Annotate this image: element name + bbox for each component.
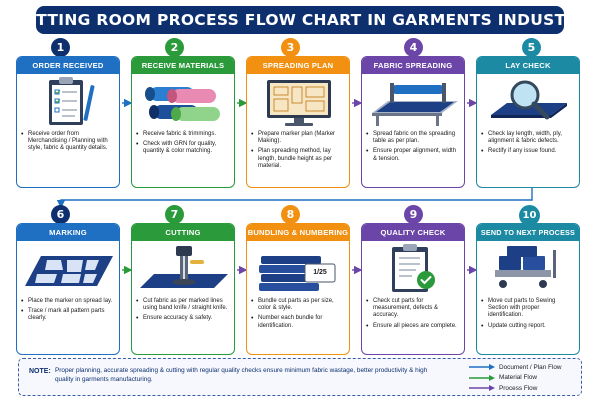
note-label: NOTE: [29, 368, 51, 375]
step-number-4: 4 [404, 38, 423, 57]
bullet: Ensure proper alignment, width & tension… [366, 148, 461, 162]
bullet: Move cut parts to Sewing Section with pr… [481, 298, 576, 320]
step-number-3: 3 [281, 38, 300, 57]
step-bullets: Spread fabric on the spreading table as … [366, 131, 461, 166]
legend-arrow-icon [469, 364, 495, 371]
computer-monitor-icon [247, 75, 349, 129]
page-title: CUTTING ROOM PROCESS FLOW CHART IN GARME… [11, 11, 589, 29]
bullet: Prepare marker plan (Marker Making). [251, 131, 346, 145]
step-number-10: 10 [519, 205, 540, 226]
step-title: QUALITY CHECK [362, 224, 464, 241]
step-title: SEND TO NEXT PROCESS [477, 224, 579, 241]
step-bullets: Move cut parts to Sewing Section with pr… [481, 298, 576, 333]
step-card-cutting: CUTTING Cut fabric as per marked lines u… [131, 223, 235, 355]
step-card-marking: MARKING Place the marker on spread lay. … [16, 223, 120, 355]
bullet: Plan spreading method, lay length, bundl… [251, 148, 346, 170]
step-title: SPREADING PLAN [247, 57, 349, 74]
step-title: BUNDLING & NUMBERING [247, 224, 349, 241]
step-card-spreading-plan: SPREADING PLAN Prepare marker plan (Mark… [246, 56, 350, 188]
clipboard-icon [17, 75, 119, 129]
step-title: CUTTING [132, 224, 234, 241]
check-clipboard-icon [362, 242, 464, 296]
legend-label: Document / Plan Flow [499, 363, 562, 371]
bullet: Place the marker on spread lay. [21, 298, 116, 305]
step-card-bundling-numbering: BUNDLING & NUMBERING 1/25 Bundle cut par… [246, 223, 350, 355]
bullet: Spread fabric on the spreading table as … [366, 131, 461, 145]
bundle-tag-label: 1/25 [313, 269, 327, 276]
step-card-receive-materials: RECEIVE MATERIALS Receive fabric & trimm… [131, 56, 235, 188]
step-bullets: Check lay length, width, ply, alignment … [481, 131, 576, 159]
bullet: Update cutting report. [481, 323, 576, 330]
legend-arrow-icon [469, 374, 495, 381]
step-bullets: Check cut parts for measurement, defects… [366, 298, 461, 333]
step-number-8: 8 [281, 205, 300, 224]
bullet: Ensure accuracy & safety. [136, 315, 231, 322]
step-card-send-to-next-process: SEND TO NEXT PROCESS Move cut parts to S… [476, 223, 580, 355]
note-text: Proper planning, accurate spreading & cu… [55, 367, 428, 383]
trolley-icon [477, 242, 579, 296]
bullet: Check lay length, width, ply, alignment … [481, 131, 576, 145]
bullet: Bundle cut parts as per size, color & st… [251, 298, 346, 312]
bullet: Check with GRN for quality, quantity & c… [136, 141, 231, 155]
step-bullets: Bundle cut parts as per size, color & st… [251, 298, 346, 333]
legend-arrow-icon [469, 385, 495, 392]
step-title: FABRIC SPREADING [362, 57, 464, 74]
step-card-order-received: ORDER RECEIVED Receive order from Mercha… [16, 56, 120, 188]
step-card-lay-check: LAY CHECK Check lay length, width, ply, … [476, 56, 580, 188]
step-title: ORDER RECEIVED [17, 57, 119, 74]
bullet: Rectify if any issue found. [481, 148, 576, 155]
step-bullets: Receive fabric & trimmings. Check with G… [136, 131, 231, 159]
legend-label: Process Flow [499, 384, 538, 392]
bullet: Receive order from Merchandising / Plann… [21, 131, 116, 153]
legend-item-process-flow: Process Flow [469, 383, 581, 394]
cutting-machine-icon [132, 242, 234, 296]
bullet: Number each bundle for identification. [251, 315, 346, 329]
step-bullets: Prepare marker plan (Marker Making). Pla… [251, 131, 346, 173]
magnifier-icon [477, 75, 579, 129]
title-banner: CUTTING ROOM PROCESS FLOW CHART IN GARME… [12, 6, 588, 34]
legend-item-material-flow: Material Flow [469, 373, 581, 384]
step-bullets: Place the marker on spread lay. Trace / … [21, 298, 116, 326]
bullet: Ensure all pieces are complete. [366, 323, 461, 330]
fabric-rolls-icon [132, 75, 234, 129]
legend-label: Material Flow [499, 374, 537, 382]
spreading-table-icon [362, 75, 464, 129]
step-number-7: 7 [165, 205, 184, 224]
bullet: Receive fabric & trimmings. [136, 131, 231, 138]
step-number-1: 1 [51, 38, 70, 57]
step-bullets: Cut fabric as per marked lines using ban… [136, 298, 231, 326]
step-number-5: 5 [522, 38, 541, 57]
step-title: LAY CHECK [477, 57, 579, 74]
bundle-icon [247, 242, 349, 296]
bullet: Cut fabric as per marked lines using ban… [136, 298, 231, 312]
marker-pattern-icon [17, 242, 119, 296]
step-bullets: Receive order from Merchandising / Plann… [21, 131, 116, 156]
step-number-2: 2 [165, 38, 184, 57]
step-title: MARKING [17, 224, 119, 241]
step-number-6: 6 [51, 205, 70, 224]
legend: Document / Plan Flow Material Flow Proce… [469, 362, 581, 394]
bullet: Trace / mark all pattern parts clearly. [21, 308, 116, 322]
legend-item-document-flow: Document / Plan Flow [469, 362, 581, 373]
note-box: NOTE: Proper planning, accurate spreadin… [18, 358, 582, 396]
step-title: RECEIVE MATERIALS [132, 57, 234, 74]
bullet: Check cut parts for measurement, defects… [366, 298, 461, 320]
arrow-5-6 [56, 187, 533, 209]
step-card-fabric-spreading: FABRIC SPREADING Spread fabric on the sp… [361, 56, 465, 188]
step-card-quality-check: QUALITY CHECK Check cut parts for measur… [361, 223, 465, 355]
step-number-9: 9 [404, 205, 423, 224]
